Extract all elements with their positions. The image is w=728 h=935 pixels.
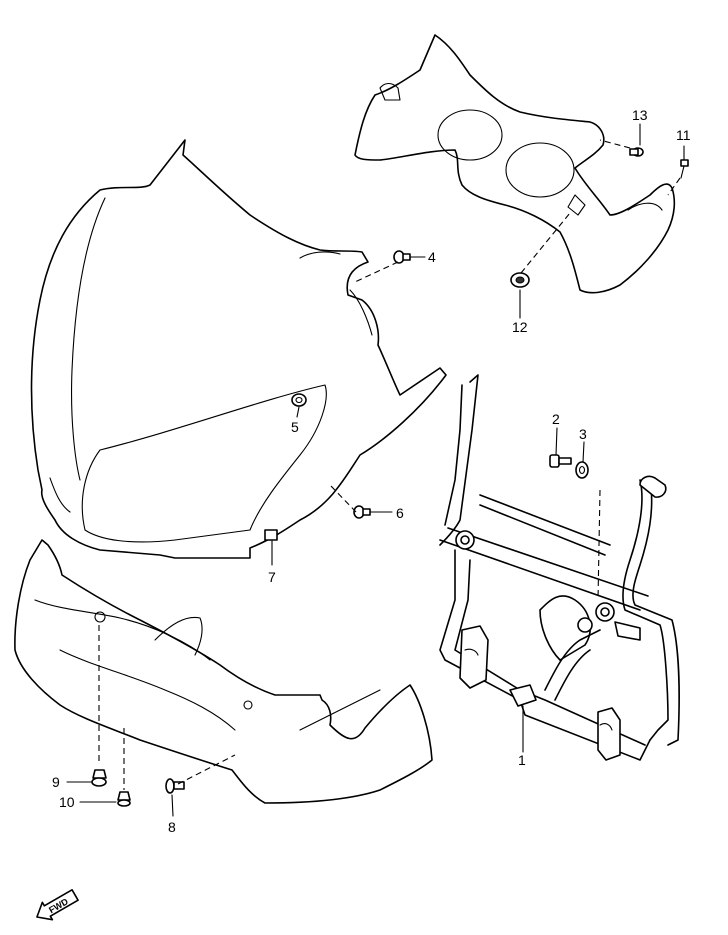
screw-8-part: [165, 778, 185, 794]
cowling-bracket: [439, 374, 680, 761]
callout-9: 9: [52, 774, 60, 790]
callout-13: 13: [632, 107, 648, 123]
callout-8: 8: [168, 819, 176, 835]
screw-4-part: [393, 250, 411, 264]
callout-6: 6: [396, 505, 404, 521]
callout-3: 3: [579, 426, 587, 442]
fwd-arrow: FWD: [36, 889, 79, 921]
screw-11-part: [680, 159, 689, 179]
callout-12: 12: [512, 319, 528, 335]
callout-1: 1: [518, 752, 526, 768]
callout-11: 11: [676, 127, 691, 143]
callout-labels: 1 2 3 4 5 6 7 8 9 10 11 12 13: [52, 107, 691, 835]
callout-10: 10: [59, 794, 75, 810]
washer-3-part: [575, 461, 589, 479]
lower-cowling: [14, 539, 433, 804]
callout-2: 2: [552, 411, 560, 427]
screw-6-part: [353, 505, 371, 519]
leader-lines: [66, 123, 685, 817]
callout-7: 7: [268, 569, 276, 585]
bolt-2-part: [549, 454, 572, 468]
callout-5: 5: [291, 419, 299, 435]
callout-4: 4: [428, 249, 436, 265]
rivet-9-part: [91, 769, 107, 787]
assembly-lines: [98, 139, 681, 790]
upper-cowling: [30, 139, 447, 559]
screw-13-part: [629, 147, 644, 157]
clip-nut-7-part: [264, 529, 278, 541]
inner-cover: [354, 34, 676, 294]
grommet-12-part: [510, 272, 530, 288]
nut-5-part: [291, 393, 307, 407]
rivet-10-part: [117, 791, 131, 807]
